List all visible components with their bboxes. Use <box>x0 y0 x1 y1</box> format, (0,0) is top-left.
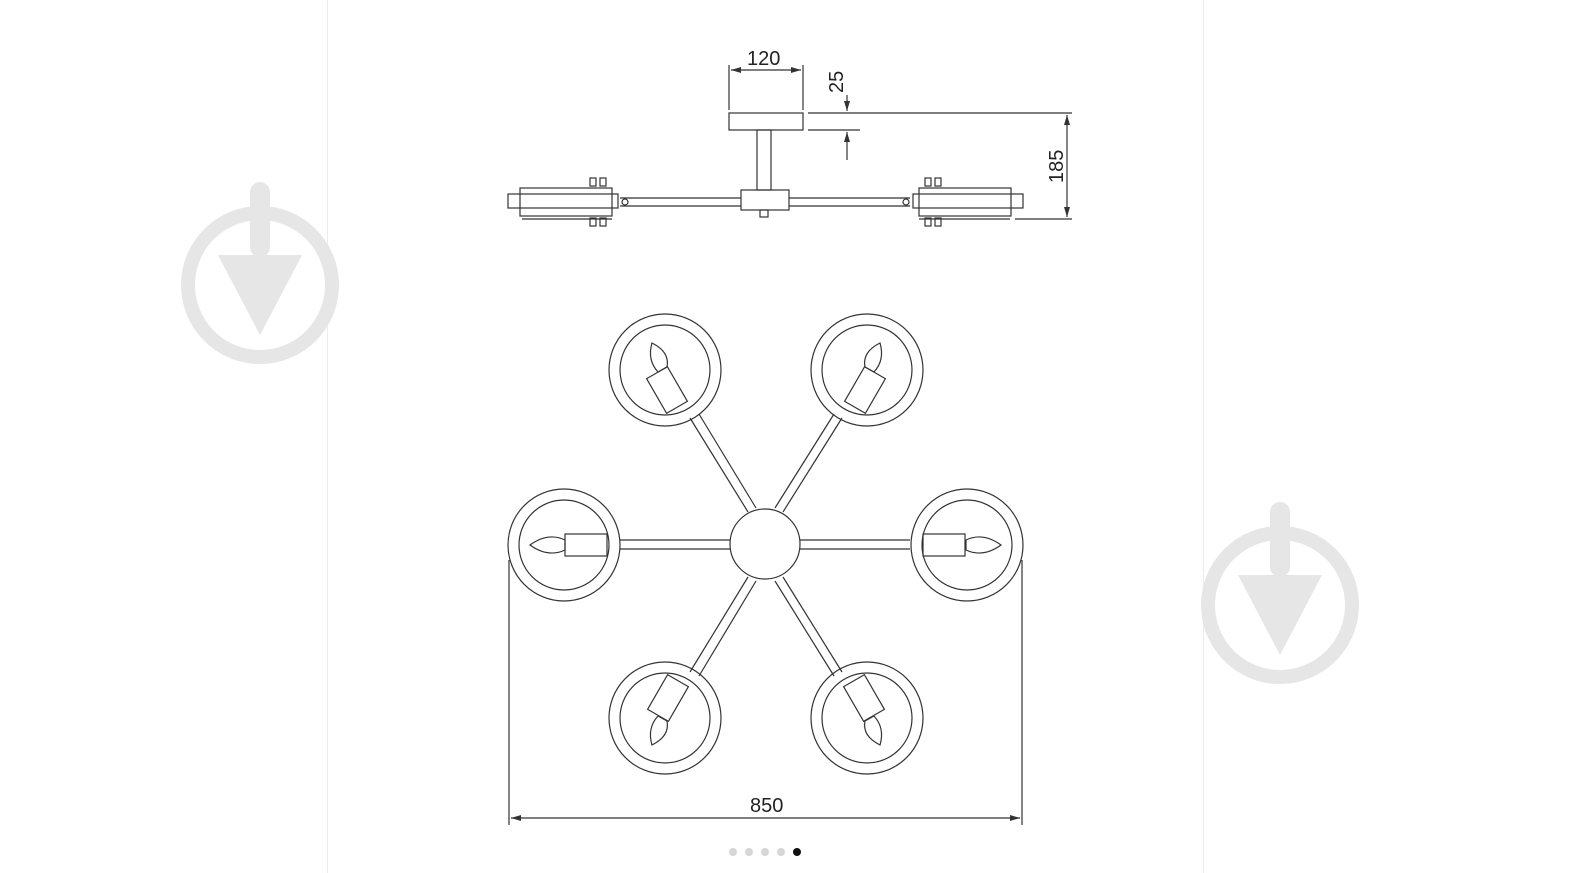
pagination-dot[interactable] <box>761 848 769 856</box>
dim-total-width: 850 <box>750 795 783 817</box>
pagination-dot-active[interactable] <box>793 848 801 856</box>
pagination-dot[interactable] <box>777 848 785 856</box>
shade-right <box>910 488 1024 602</box>
hub-top <box>729 508 801 580</box>
shade-bottom-left <box>608 661 722 775</box>
pagination-dot[interactable] <box>729 848 737 856</box>
dim-total-height: 185 <box>1046 150 1068 183</box>
hub-side <box>740 189 790 211</box>
right-divider <box>1203 0 1204 873</box>
shade-bottom-right <box>810 661 924 775</box>
shade-top-right <box>810 313 924 427</box>
shade-left <box>507 488 621 602</box>
left-divider <box>327 0 328 873</box>
shade-top-left <box>608 313 722 427</box>
watermark-logo-icon <box>1201 502 1359 684</box>
carousel-pagination <box>729 848 801 858</box>
canopy <box>728 112 804 131</box>
pagination-dot[interactable] <box>745 848 753 856</box>
dim-canopy-height: 25 <box>826 71 848 93</box>
watermark-logo-icon <box>181 182 339 364</box>
stem <box>756 129 772 191</box>
dim-top-width: 120 <box>747 48 780 70</box>
